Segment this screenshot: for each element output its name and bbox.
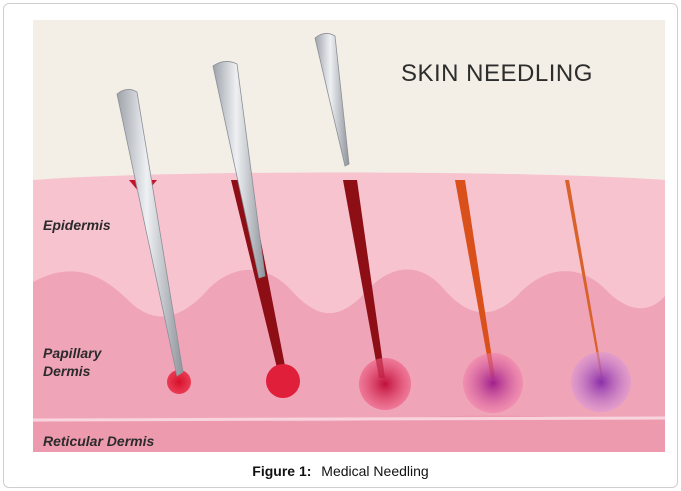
- bleed-spot-3: [359, 358, 411, 410]
- papillary-label-line2: Dermis: [43, 362, 90, 380]
- figure-caption: Figure 1: Medical Needling: [0, 463, 681, 479]
- bleed-spot-5: [571, 352, 631, 412]
- reticular-boundary: [33, 418, 665, 420]
- diagram-title: SKIN NEEDLING: [401, 60, 593, 88]
- bleed-spot-2: [266, 364, 300, 398]
- reticular-label: Reticular Dermis: [43, 432, 154, 450]
- papillary-label-line1: Papillary: [43, 344, 101, 362]
- skin-needling-illustration: SKIN NEEDLING Epidermis Papillary Dermis…: [33, 20, 665, 452]
- caption-text: Medical Needling: [321, 463, 428, 479]
- bleed-spot-4: [463, 353, 523, 413]
- epidermis-label: Epidermis: [43, 216, 111, 234]
- caption-label: Figure 1:: [252, 463, 311, 479]
